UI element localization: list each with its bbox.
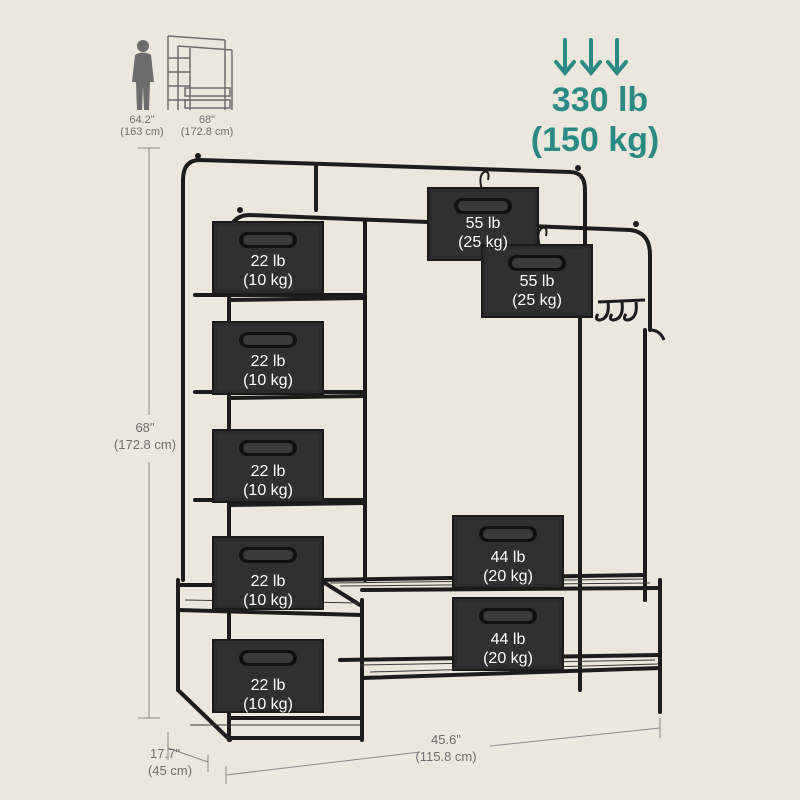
person-height-in: 64.2"	[129, 114, 155, 126]
box-weight-label: 22 lb(10 kg)	[243, 677, 293, 713]
box-weight-label: 22 lb(10 kg)	[243, 463, 293, 499]
thumbnail-height-in: 68"	[198, 114, 216, 126]
height-in-label: 68"	[135, 420, 155, 435]
width-dimension-line	[225, 718, 661, 784]
down-arrow-icon	[554, 38, 628, 77]
box-weight-label: 44 lb(20 kg)	[483, 549, 533, 585]
box-weight-label: 22 lb(10 kg)	[243, 253, 293, 289]
rack-knobs	[195, 153, 639, 227]
person-height-cm: (163 cm)	[120, 126, 164, 138]
width-cm-label: (115.8 cm)	[415, 749, 477, 764]
box-weight-label: 22 lb(10 kg)	[243, 353, 293, 389]
thumbnail-height-cm: (172.8 cm)	[180, 126, 234, 138]
depth-in-label: 17.7"	[150, 746, 180, 761]
capacity-kg-text: (150 kg)	[530, 121, 660, 159]
box-weight-label: 22 lb(10 kg)	[243, 573, 293, 609]
box-weight-label: 44 lb(20 kg)	[483, 631, 533, 667]
capacity-lb-text: 330 lb	[551, 81, 649, 119]
width-in-label: 45.6"	[431, 732, 461, 747]
height-dimension-line	[138, 147, 160, 719]
box-weight-label: 55 lb(25 kg)	[512, 273, 562, 309]
box-weight-label: 55 lb(25 kg)	[458, 215, 508, 251]
height-cm-label: (172.8 cm)	[113, 437, 177, 452]
rack-thumbnail-icon	[167, 35, 233, 110]
depth-dimension-line	[167, 732, 209, 772]
depth-cm-label: (45 cm)	[147, 763, 193, 778]
person-silhouette-icon	[132, 40, 154, 110]
